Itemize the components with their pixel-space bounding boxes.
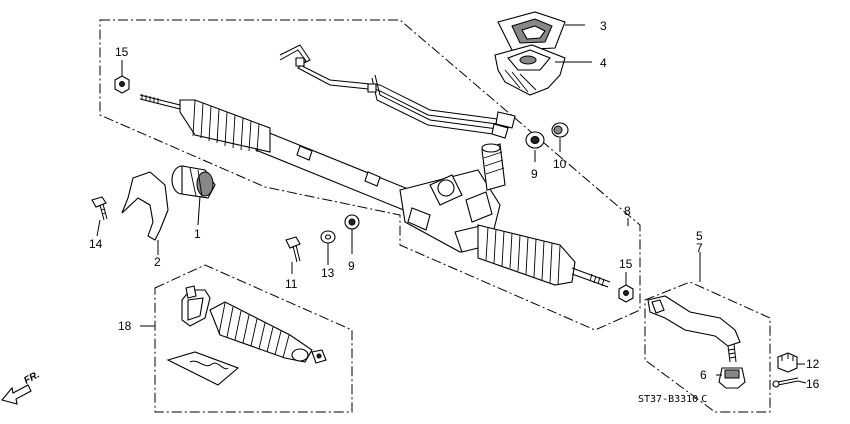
callout-18: 18	[118, 319, 132, 333]
replacement-boot	[209, 301, 313, 363]
boot-kit-boundary	[154, 264, 353, 413]
fluid-lines	[279, 44, 516, 139]
callout-labels: 1 2 3 4 5 6 7 8 9 9 10 11 12 13 14 15 15…	[89, 19, 820, 391]
left-rack-boot	[139, 94, 271, 153]
rack-housing	[255, 129, 506, 253]
callout-12: 12	[806, 357, 820, 371]
callout-7: 7	[696, 241, 703, 255]
pinion-grommet	[494, 44, 566, 96]
castle-nut-part-12	[777, 352, 798, 373]
callout-5: 5	[696, 229, 703, 243]
callout-2: 2	[154, 255, 161, 269]
diagram-code-suffix: C	[701, 394, 707, 405]
front-direction-indicator: FR.	[1, 369, 42, 405]
grease-pack	[166, 351, 240, 386]
front-arrow-icon	[1, 384, 32, 405]
tie-rod-end-boot	[718, 367, 746, 389]
callout-14: 14	[89, 237, 103, 251]
callout-13: 13	[321, 266, 335, 280]
callout-11: 11	[285, 277, 298, 291]
nut-part-15-upper	[114, 75, 130, 94]
callout-15-upper: 15	[115, 45, 129, 59]
cotter-pin-part-16	[772, 377, 799, 388]
cap-part-10	[551, 122, 569, 138]
mounting-bracket	[121, 171, 169, 241]
front-label: FR.	[22, 369, 41, 386]
callout-16: 16	[806, 377, 820, 391]
callout-4: 4	[600, 56, 607, 70]
dust-seal	[497, 11, 566, 51]
boot-clip	[311, 349, 327, 364]
right-rack-boot	[477, 224, 611, 288]
nut-part-9-lower	[344, 214, 360, 230]
callout-9-lower: 9	[348, 259, 355, 273]
tie-rod-end	[647, 295, 741, 363]
bolt-part-11	[285, 236, 301, 263]
mounting-cushion	[171, 165, 216, 199]
callout-10: 10	[553, 157, 567, 171]
callout-8: 8	[624, 204, 631, 218]
boot-band	[181, 285, 211, 327]
callout-9-upper: 9	[531, 167, 538, 181]
callout-15-lower: 15	[619, 257, 633, 271]
callout-1: 1	[194, 227, 201, 241]
tie-rod-end-boundary	[644, 281, 771, 413]
nut-part-15-lower	[618, 284, 634, 303]
callout-3: 3	[600, 19, 607, 33]
nut-part-9-upper	[525, 131, 545, 149]
leader-lines	[96, 24, 807, 384]
bolt-part-14	[91, 196, 108, 221]
washer-part-13	[320, 230, 336, 244]
rack-assembly-boundary	[99, 19, 641, 331]
diagram-code-main: ST37-B3310	[638, 394, 698, 405]
callout-6: 6	[700, 368, 707, 382]
